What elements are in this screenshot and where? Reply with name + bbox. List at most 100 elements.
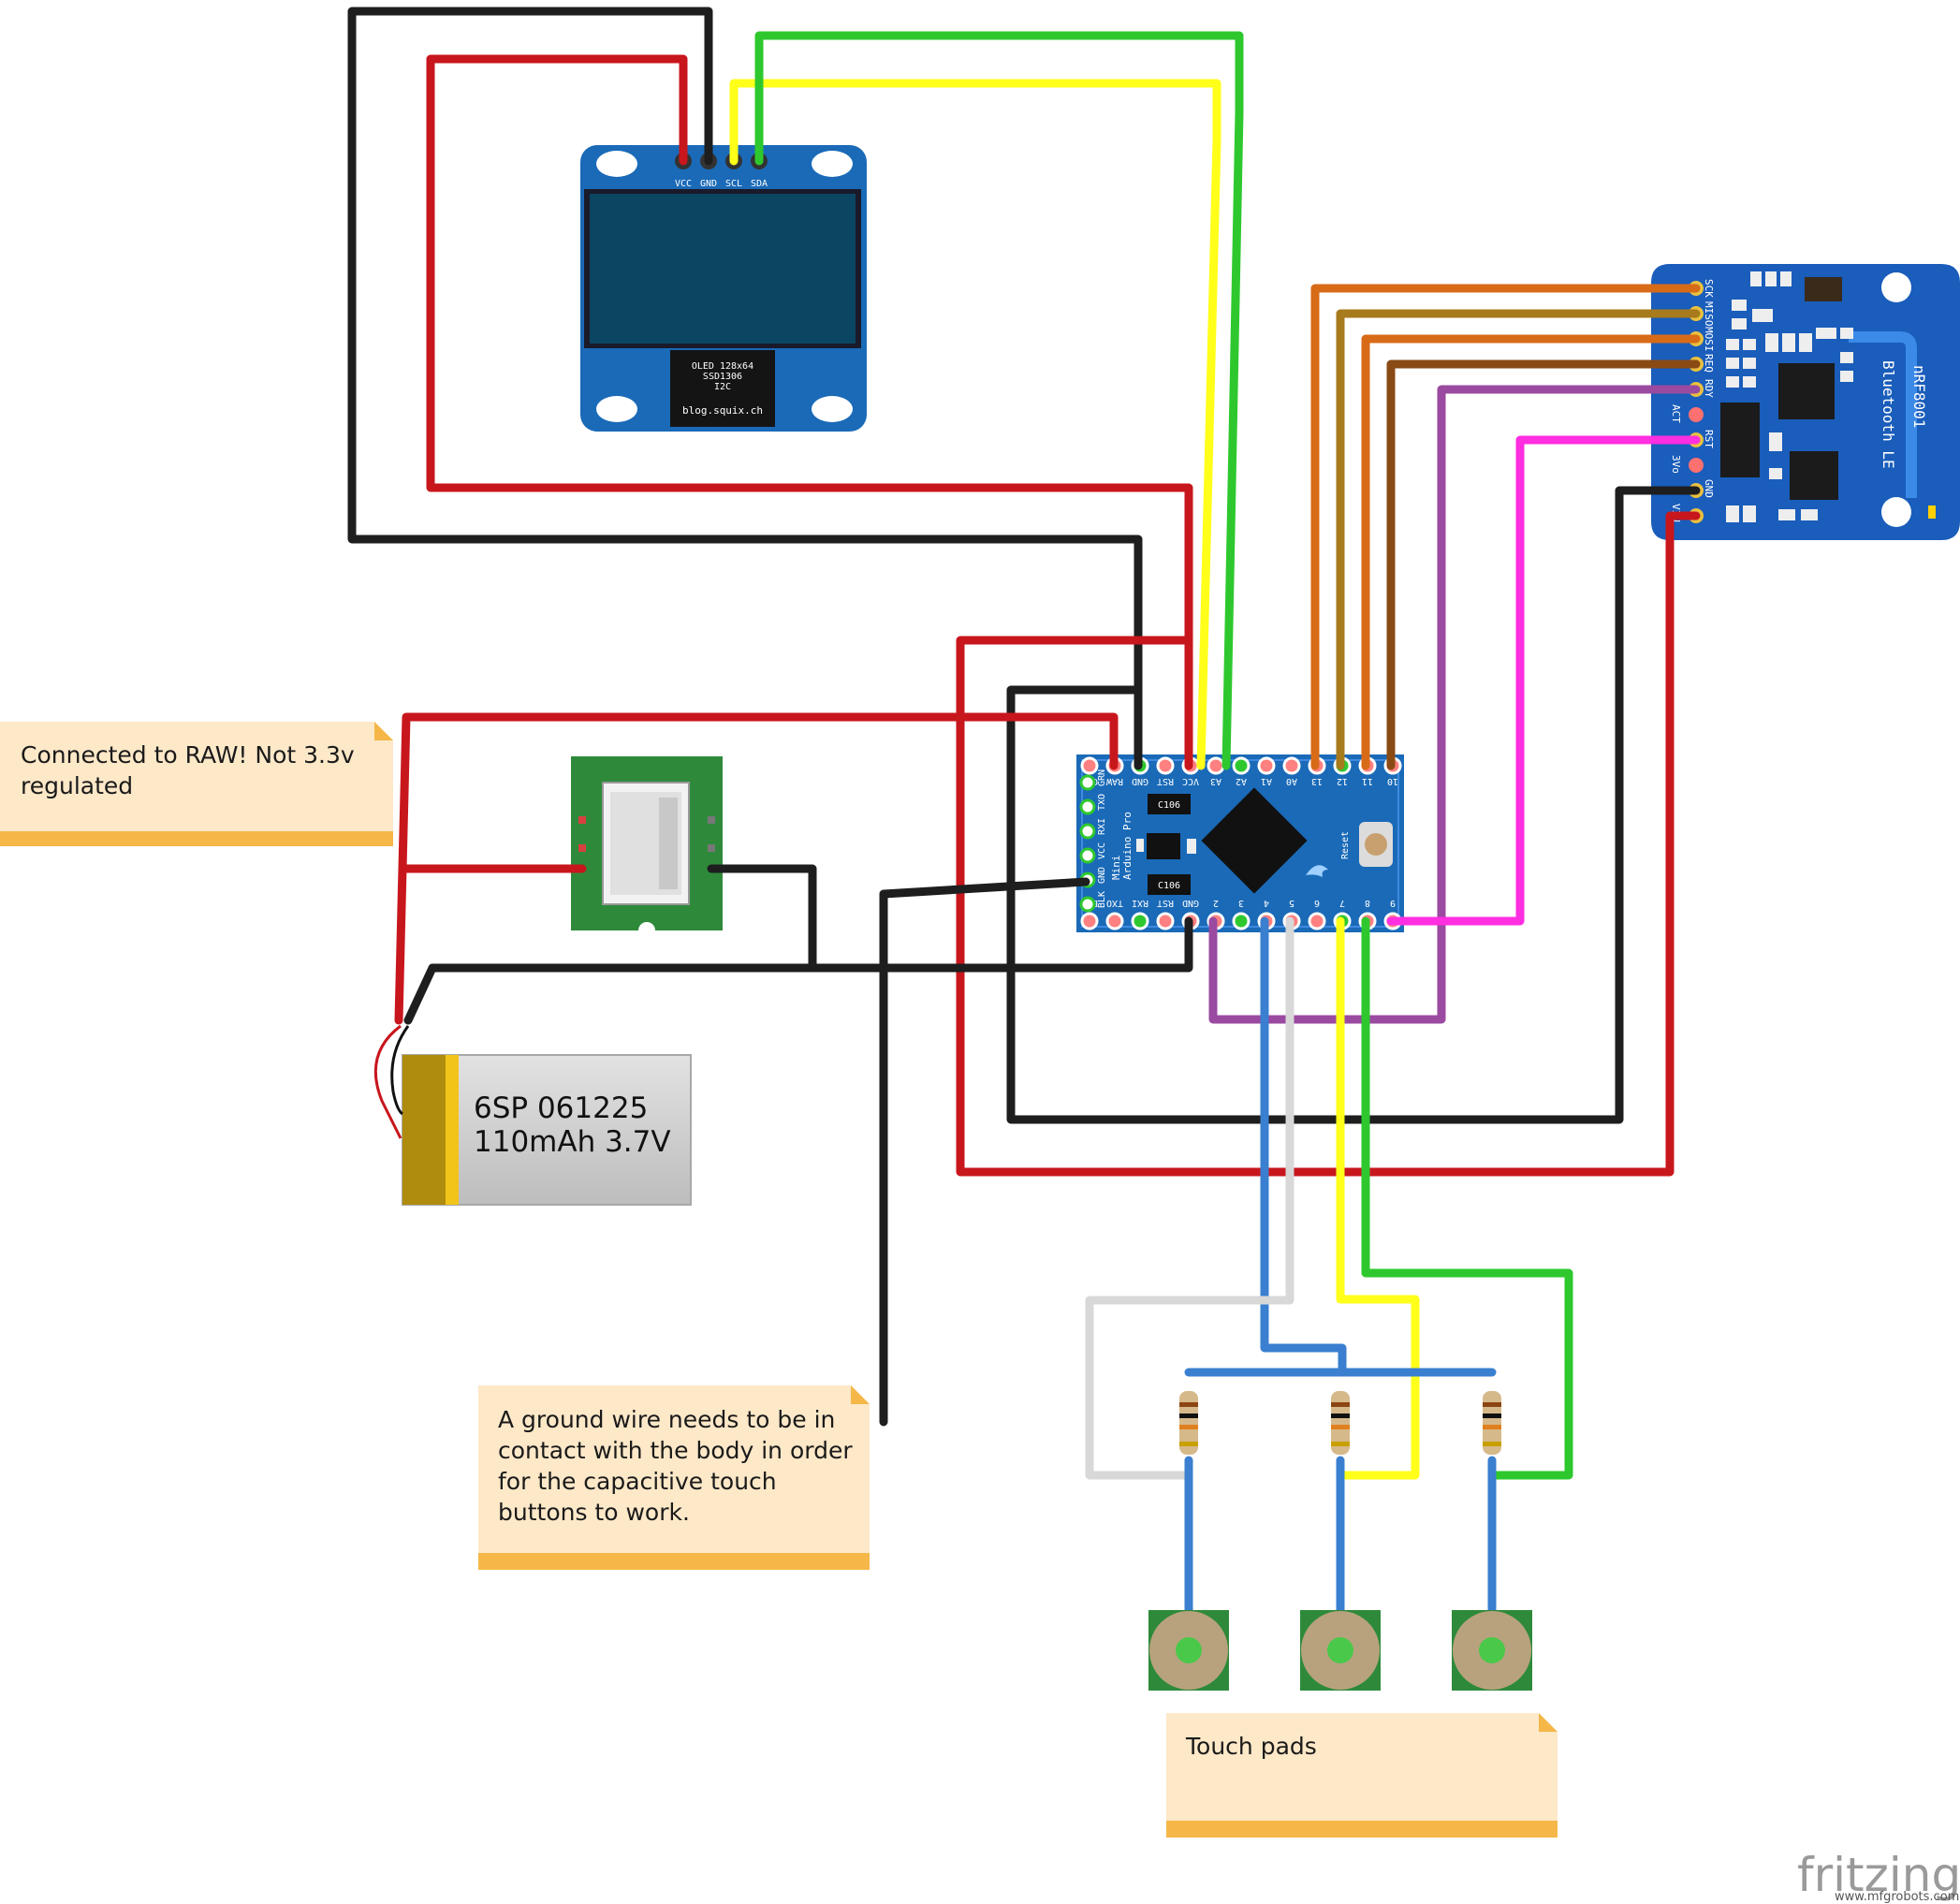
arduino-bottom-pin-label-5: 5 [1289,898,1294,908]
arduino-left-pin-label-gnd: GND [1097,867,1107,884]
wire-ble-gnd [1006,486,1701,1124]
wires [347,7,1701,1654]
touch-pad-2 [1300,1610,1381,1691]
ble-pin-miso: MISO [1703,301,1715,327]
arduino-cap-label-1: C106 [1158,800,1180,811]
arduino-top-pin-label-a1: A1 [1261,776,1272,786]
arduino-bottom-pin-label-8: 8 [1365,898,1370,908]
arduino-bottom-pin-label-9: 9 [1390,898,1396,908]
arduino-bottom-pin-label-4: 4 [1264,898,1269,908]
note-touch-pads: Touch pads [1166,1713,1558,1838]
oled-pin-scl: SCL [725,179,742,189]
arduino-left-pin-label-txo: TXO [1097,794,1107,811]
wire-oled-scl [729,79,1221,770]
arduino-bottom-pin-rxi [1131,912,1149,930]
arduino-bottom-pin-3 [1232,912,1251,930]
battery-capacity: 110mAh 3.7V [474,1125,671,1159]
arduino-left-pin-txo [1079,798,1096,815]
oled-url: blog.squix.ch [682,404,763,417]
arduino-top-pin-label-a3: A3 [1210,776,1221,786]
arduino-bottom-pin-label-rxi: RXI [1132,898,1148,908]
arduino-top-pin-a1 [1257,756,1276,775]
oled-chip-line-1: OLED 128x64 [692,361,753,372]
resistor-3 [1483,1391,1501,1455]
wire-touch-yellow [1336,916,1420,1480]
oled-pin-vcc: VCC [675,179,692,189]
ble-chip [1778,363,1835,419]
arduino-top-pin-label-gnd: GND [1132,776,1148,786]
ble-pin-act: ACT [1670,404,1682,423]
wire-ble-vin [956,511,1701,1177]
wire-ble-sck [1310,284,1701,770]
note-pads-line-1: Touch pads [1185,1733,1317,1760]
resistor-2 [1331,1391,1350,1455]
arduino-left-pin-label-blk: BLK [1097,891,1107,908]
ble-title: nRF8001 [1910,365,1928,428]
lipo-battery: 6SP 061225 110mAh 3.7V [373,1024,692,1206]
arduino-reset-label: Reset [1340,831,1351,859]
note-raw-line-2: regulated [21,772,133,799]
arduino-top-pin-a0 [1282,756,1301,775]
arduino-top-pin-grn [1080,756,1099,775]
arduino-top-pin-a2 [1232,756,1251,775]
arduino-pro-mini: Reset C106 C106 Arduino Pro Mini GRNRAW G… [1076,754,1404,932]
wire-oled-vcc [426,54,1193,770]
ble-pin-mosi: MOSI [1703,327,1715,352]
resistor-1 [1179,1391,1198,1455]
note-ground-line-1: A ground wire needs to be in [498,1406,835,1433]
wire-oled-gnd [347,7,1143,770]
arduino-top-pin-label-vcc: VCC [1182,776,1199,786]
arduino-bottom-pin-rst [1156,912,1175,930]
arduino-top-pin-a3 [1207,756,1225,775]
ble-module: nRF8001 Bluetooth LE SCK MISO MOSI REQ R… [1651,264,1960,540]
oled-pin-sda: SDA [751,179,768,189]
wire-ble-mosi [1361,334,1701,770]
oled-chip [670,350,775,427]
arduino-board-name-2: Mini [1110,856,1122,881]
touch-pad-3 [1452,1610,1532,1691]
arduino-top-pin-label-10: 10 [1387,776,1398,786]
wire-oled-sda [754,31,1244,770]
fritzing-watermark: fritzing www.mfgrobots.com [1797,1848,1960,1904]
arduino-top-pin-label-raw: RAW [1105,776,1123,786]
note-raw-power: Connected to RAW! Not 3.3v regulated [0,722,393,846]
wire-touch-green [1361,916,1573,1480]
arduino-left-pin-blk [1079,896,1096,913]
note-body-ground: A ground wire needs to be in contact wit… [478,1385,870,1570]
arduino-bottom-pin-label-3: 3 [1238,898,1244,908]
note-ground-line-4: buttons to work. [498,1499,690,1526]
fritzing-logo: fritzing [1797,1848,1960,1902]
arduino-left-pin-label-vcc: VCC [1097,842,1107,859]
arduino-top-pin-label-11: 11 [1362,776,1373,786]
ble-pin-3vo: 3Vo [1670,455,1682,474]
oled-screen [590,194,856,344]
site-watermark: www.mfgrobots.com [1835,1890,1959,1904]
ble-pin-req: REQ [1703,354,1715,373]
arduino-left-pin-rxi [1079,823,1096,840]
wire-ble-req [1386,359,1701,770]
arduino-bottom-pin-6 [1308,912,1326,930]
wire-battery-gnd [403,916,1193,1025]
touch-pads [1148,1610,1532,1691]
arduino-bottom-pin-txo [1105,912,1124,930]
wire-ble-rst [1386,435,1701,926]
arduino-bottom-pin-label-6: 6 [1314,898,1320,908]
arduino-cap-label-2: C106 [1158,881,1180,891]
arduino-bottom-pin-label-txo: TXO [1106,898,1123,908]
wire-connector-black [707,864,817,973]
wire-ble-rdy [1208,385,1701,1024]
arduino-left-pin-label-rxi: RXI [1097,818,1107,835]
wire-ble-miso [1336,309,1701,770]
arduino-top-pin-rst [1156,756,1175,775]
arduino-board-name-1: Arduino Pro [1121,812,1134,880]
arduino-bottom-pin-label-rst: RST [1157,898,1174,908]
arduino-bottom-pin-label-gnd: GND [1182,898,1199,908]
ble-pin-rdy: RDY [1703,379,1715,398]
oled-chip-line-3: I2C [714,382,731,392]
arduino-left-pin-vcc [1079,847,1096,864]
ble-pin-rst: RST [1703,430,1715,448]
note-raw-line-1: Connected to RAW! Not 3.3v [21,741,355,769]
arduino-left-pin-label-grn: GRN [1097,769,1107,786]
wire-touch-blue [1260,916,1347,1377]
